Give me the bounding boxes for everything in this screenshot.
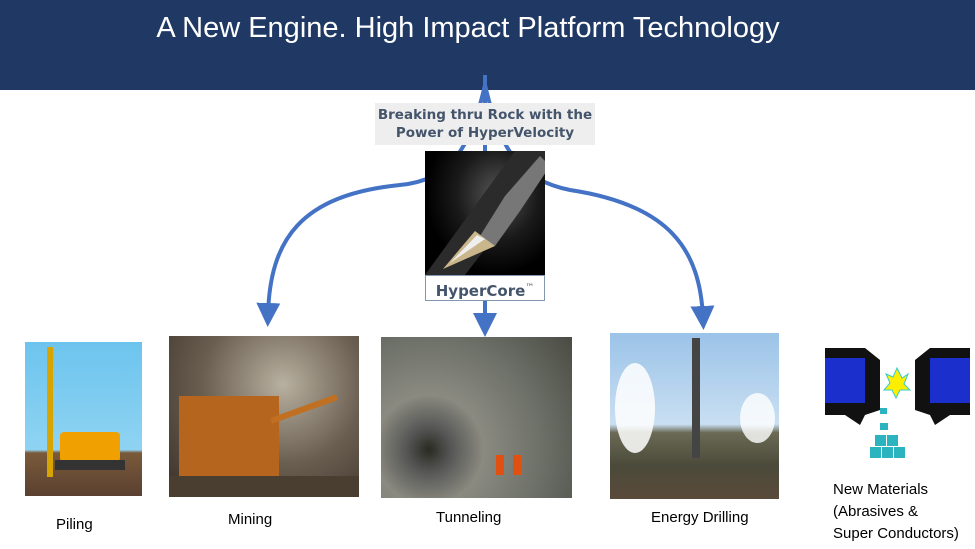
label-new-materials-line-3: Super Conductors) [833, 525, 959, 542]
title-banner: A New Engine. High Impact Platform Techn… [0, 0, 975, 90]
label-tunneling: Tunneling [436, 509, 502, 526]
label-piling: Piling [56, 516, 93, 533]
tagline-box: Breaking thru Rock with the Power of Hyp… [375, 103, 595, 145]
label-mining: Mining [228, 511, 273, 528]
hypercore-name: HyperCore [435, 282, 526, 300]
mining-image [169, 336, 359, 497]
trademark: ™ [525, 283, 535, 293]
slide-title: A New Engine. High Impact Platform Techn… [156, 12, 780, 44]
label-new-materials: New Materials (Abrasives & Super Conduct… [833, 479, 959, 545]
tunneling-image [381, 337, 572, 498]
piling-image [25, 342, 142, 496]
energy-drilling-image [610, 333, 779, 499]
label-new-materials-line-2: (Abrasives & [833, 503, 919, 520]
new-materials-image [820, 340, 975, 470]
tagline-line-1: Breaking thru Rock with the [377, 107, 593, 123]
tagline-line-2: Power of HyperVelocity [395, 125, 575, 141]
hypercore-projectile-image [425, 151, 545, 275]
hypercore-label: HyperCore™ [425, 275, 545, 301]
label-energy-drilling: Energy Drilling [651, 509, 749, 526]
label-new-materials-line-1: New Materials [833, 481, 929, 498]
